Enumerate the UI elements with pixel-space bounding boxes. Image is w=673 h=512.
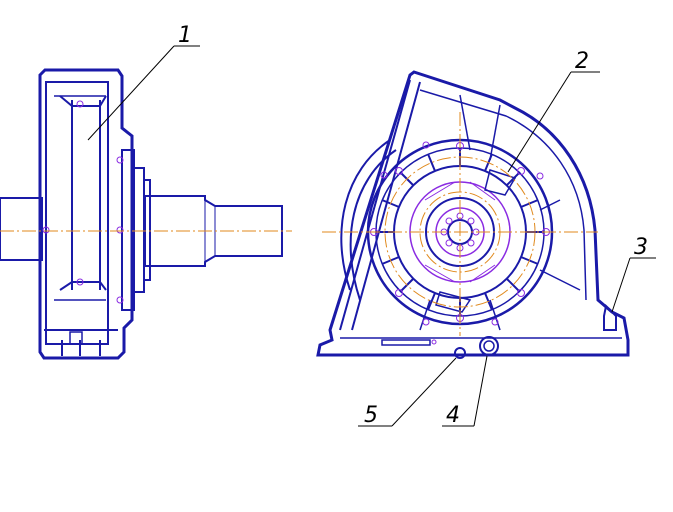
callout-1: 1	[87, 23, 200, 141]
label-3: 3	[634, 235, 648, 260]
side-view	[0, 68, 283, 360]
front-view	[316, 70, 630, 359]
drain-plug	[479, 336, 499, 356]
label-2: 2	[575, 49, 589, 74]
centerlines	[0, 112, 598, 336]
bottom-fitting	[454, 347, 466, 359]
casing-struts	[339, 79, 581, 331]
label-1: 1	[178, 23, 192, 48]
front-casing	[316, 70, 630, 357]
callout-5: 5	[358, 357, 457, 428]
callout-4: 4	[442, 355, 488, 428]
housing-side	[38, 68, 151, 360]
side-bolts	[42, 100, 124, 304]
callout-2: 2	[507, 49, 600, 173]
callout-3: 3	[611, 235, 656, 313]
support-foot	[603, 303, 617, 331]
label-4: 4	[446, 403, 460, 428]
nameplate	[381, 339, 431, 346]
label-5: 5	[364, 403, 378, 428]
